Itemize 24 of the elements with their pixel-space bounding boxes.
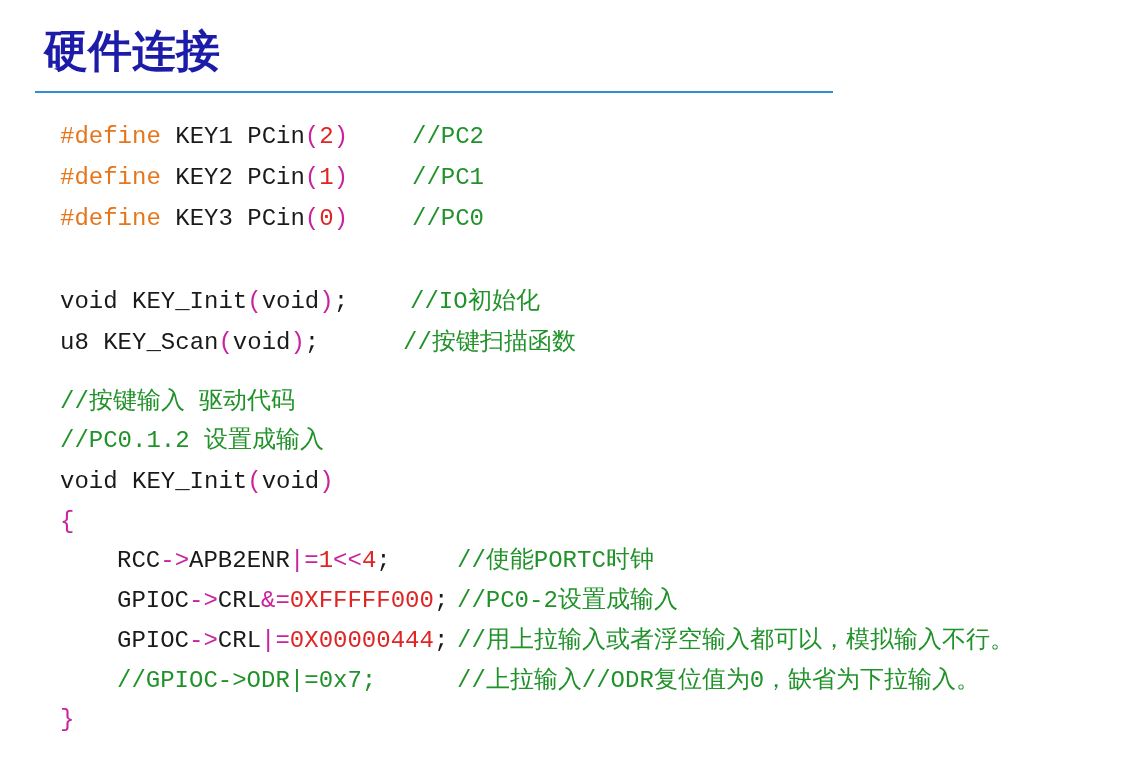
- code-comment: //IO初始化: [410, 287, 540, 317]
- code-comment: //上拉输入//ODR复位值为0，缺省为下拉输入。: [457, 666, 981, 696]
- code-line: void KEY_Init(void);: [60, 287, 349, 317]
- code-comment: //PC0: [412, 204, 484, 234]
- code-line: #define KEY2 PCin(1): [60, 163, 349, 193]
- slide-title: 硬件连接: [44, 24, 220, 78]
- code-comment: //用上拉输入或者浮空输入都可以，模拟输入不行。: [457, 626, 1014, 656]
- code-comment: //PC2: [412, 122, 484, 152]
- code-line: GPIOC->CRL|=0X00000444;: [117, 626, 449, 656]
- code-line: GPIOC->CRL&=0XFFFFF000;: [117, 586, 449, 616]
- code-line: {: [60, 507, 75, 537]
- code-comment: //按键输入 驱动代码: [60, 387, 296, 417]
- code-comment: //PC0.1.2 设置成输入: [60, 426, 325, 456]
- code-line: void KEY_Init(void): [60, 467, 334, 497]
- code-line: }: [60, 705, 75, 735]
- code-line: u8 KEY_Scan(void);: [60, 328, 320, 358]
- code-comment: //按键扫描函数: [403, 328, 576, 358]
- code-comment: //PC0-2设置成输入: [457, 586, 678, 616]
- code-line: #define KEY1 PCin(2): [60, 122, 349, 152]
- code-line: #define KEY3 PCin(0): [60, 204, 349, 234]
- code-comment: //GPIOC->ODR|=0x7;: [117, 666, 377, 696]
- code-comment: //使能PORTC时钟: [457, 546, 654, 576]
- code-comment: //PC1: [412, 163, 484, 193]
- code-line: RCC->APB2ENR|=1<<4;: [117, 546, 391, 576]
